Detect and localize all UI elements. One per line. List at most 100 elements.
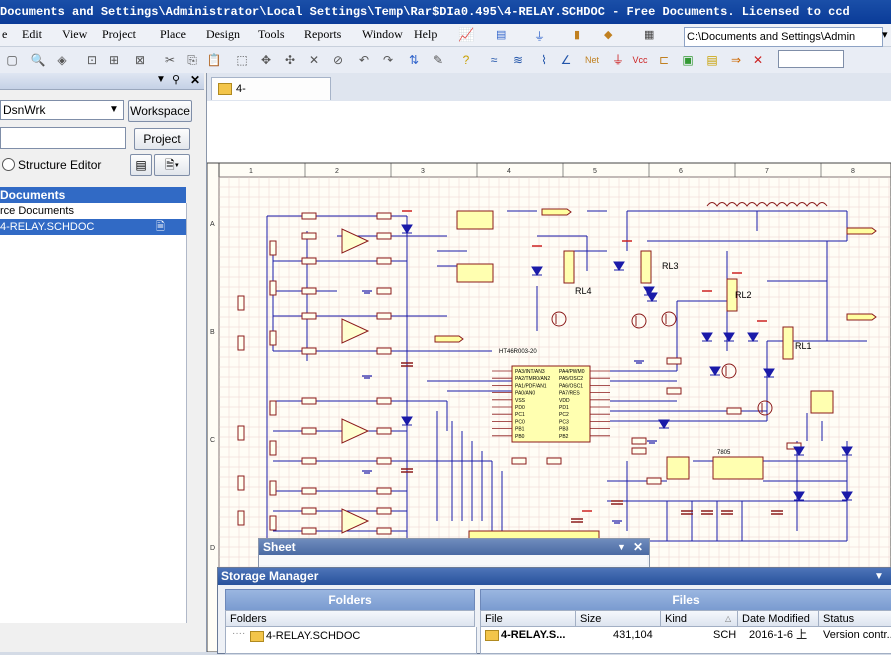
status-column-header[interactable]: Status: [818, 610, 891, 627]
kind-column-header[interactable]: Kind △: [660, 610, 738, 627]
filter-combo[interactable]: [778, 50, 844, 68]
sheet-symbol-icon[interactable]: ▣: [682, 53, 694, 67]
date-column-header[interactable]: Date Modified: [737, 610, 819, 627]
pin-icon[interactable]: ⚲: [172, 74, 181, 86]
chevron-down-icon[interactable]: ▼: [109, 104, 119, 115]
menu-window[interactable]: Window: [362, 27, 403, 41]
structure-editor-label: Structure Editor: [18, 158, 102, 172]
transistor: [661, 311, 677, 327]
pencil-icon[interactable]: ✎: [432, 53, 444, 67]
align-icon[interactable]: ▤: [496, 29, 507, 41]
schematic-doc-icon: [218, 83, 232, 95]
relay-rl3[interactable]: [640, 250, 652, 284]
jp6-connector[interactable]: [456, 263, 494, 283]
sheet-entry-icon[interactable]: ▤: [706, 53, 718, 67]
paste-icon[interactable]: 📋: [206, 53, 222, 67]
rubber-icon[interactable]: ✕: [308, 53, 320, 67]
undo-icon[interactable]: ↶: [358, 53, 370, 67]
regulator-7805[interactable]: [712, 456, 764, 480]
menu-tools[interactable]: Tools: [258, 27, 285, 41]
port-place-icon[interactable]: ⇒: [730, 53, 742, 67]
tree-item-source-docs[interactable]: rce Documents: [0, 203, 186, 219]
size-column-header[interactable]: Size: [575, 610, 661, 627]
zoom-icon[interactable]: ⊡: [86, 53, 98, 67]
deselect-icon[interactable]: ⊘: [332, 53, 344, 67]
no-erc-icon[interactable]: ✕: [752, 53, 764, 67]
select-icon[interactable]: ⬚: [236, 53, 248, 67]
net-flag-4[interactable]: [434, 335, 464, 343]
menu-file[interactable]: e: [2, 27, 8, 41]
chevron-down-icon[interactable]: ▼: [617, 542, 626, 552]
menu-reports[interactable]: Reports: [304, 27, 342, 41]
zoom-fit-icon[interactable]: ⊠: [134, 53, 146, 67]
workspace-select[interactable]: DsnWrk ▼: [0, 100, 124, 120]
redo-icon[interactable]: ↷: [382, 53, 394, 67]
net-flag-2[interactable]: [846, 227, 877, 235]
document-options-button[interactable]: 🗎▾: [154, 154, 190, 176]
power-vcc-icon[interactable]: Vcc: [632, 55, 648, 65]
tree-branch-icon: ····: [232, 628, 246, 639]
menu-edit[interactable]: Edit: [22, 27, 42, 41]
tab-4-relay[interactable]: 4-RELAY.SCHDOC: [211, 77, 331, 117]
resistor: [301, 257, 317, 265]
close-icon[interactable]: ✕: [190, 73, 201, 87]
hierarchy-icon[interactable]: ⇅: [408, 53, 420, 67]
file-column-header[interactable]: File: [480, 610, 576, 627]
cut-icon[interactable]: ✂: [164, 53, 176, 67]
copy-icon[interactable]: ⎘: [187, 53, 197, 67]
path-combo[interactable]: C:\Documents and Settings\Admin: [684, 27, 883, 47]
jp5-connector[interactable]: [456, 210, 494, 230]
ground-icon[interactable]: ⏚: [534, 31, 545, 43]
project-input[interactable]: [0, 127, 126, 149]
move-icon[interactable]: ✥: [260, 53, 272, 67]
cross-icon[interactable]: ✣: [284, 53, 296, 67]
resistor: [646, 477, 662, 485]
help-icon[interactable]: ?: [462, 53, 470, 67]
line-icon[interactable]: ∠: [560, 53, 572, 67]
project-button[interactable]: Project: [134, 128, 190, 150]
power-gnd-icon[interactable]: ⏚: [611, 53, 624, 67]
row-label: A: [210, 221, 215, 228]
menu-design[interactable]: Design: [206, 27, 240, 41]
jp4-connector[interactable]: [666, 456, 690, 480]
relay-rl2[interactable]: [726, 278, 738, 312]
file-name-cell: 4-RELAY.S...: [501, 629, 566, 641]
chart-icon[interactable]: 📈: [458, 27, 475, 42]
menu-place[interactable]: Place: [160, 27, 186, 41]
net-label-icon[interactable]: Net: [584, 55, 599, 65]
mcu-ic[interactable]: [511, 365, 591, 443]
tree-item-schdoc[interactable]: 4-RELAY.SCHDOC 🗎: [0, 219, 186, 235]
grid-icon[interactable]: ▦: [644, 29, 655, 41]
folders-column-header[interactable]: Folders: [225, 610, 475, 627]
table-row[interactable]: 4-RELAY.S... 431,104 SCH 2016-1-6 上 Vers…: [481, 627, 891, 643]
part-icon[interactable]: ⊏: [658, 53, 670, 67]
chevron-down-icon[interactable]: ▼: [874, 571, 884, 582]
projects-panel: ▼ ⚲ ✕ DsnWrk ▼ Workspace Project Structu…: [0, 73, 207, 652]
chevron-down-icon[interactable]: ▾: [882, 29, 888, 41]
zoom-area-icon[interactable]: ⊞: [108, 53, 120, 67]
bus-entry-icon[interactable]: ≋: [512, 53, 524, 67]
relay-rl4[interactable]: [563, 250, 575, 284]
structure-editor-radio[interactable]: [2, 158, 15, 171]
folder-item[interactable]: ···· 4-RELAY.SCHDOC: [228, 628, 474, 644]
print-preview-icon[interactable]: 🔍: [30, 53, 46, 67]
open-icon[interactable]: ▢: [6, 53, 18, 67]
stack-icon-button[interactable]: ▤: [130, 154, 152, 176]
wire-icon[interactable]: ≈: [490, 53, 498, 67]
layers-icon[interactable]: ◈: [57, 53, 67, 67]
port-icon[interactable]: ◆: [604, 29, 613, 41]
net-flag-1[interactable]: [541, 208, 572, 216]
menu-help[interactable]: Help: [414, 27, 438, 41]
bus-wire-icon[interactable]: ⌇: [541, 53, 547, 67]
close-icon[interactable]: ✕: [633, 540, 644, 554]
relay-rl1[interactable]: [782, 326, 794, 360]
menu-view[interactable]: View: [62, 27, 88, 41]
workspace-button[interactable]: Workspace: [128, 100, 192, 122]
chevron-down-icon[interactable]: ▼: [156, 74, 166, 85]
menu-project[interactable]: Project: [102, 27, 136, 41]
net-flag-3[interactable]: [846, 313, 877, 321]
rl4-label: RL4: [575, 286, 592, 296]
diode: [701, 332, 713, 342]
jp1-connector[interactable]: [810, 390, 834, 414]
bus-icon[interactable]: ▮: [574, 29, 581, 41]
